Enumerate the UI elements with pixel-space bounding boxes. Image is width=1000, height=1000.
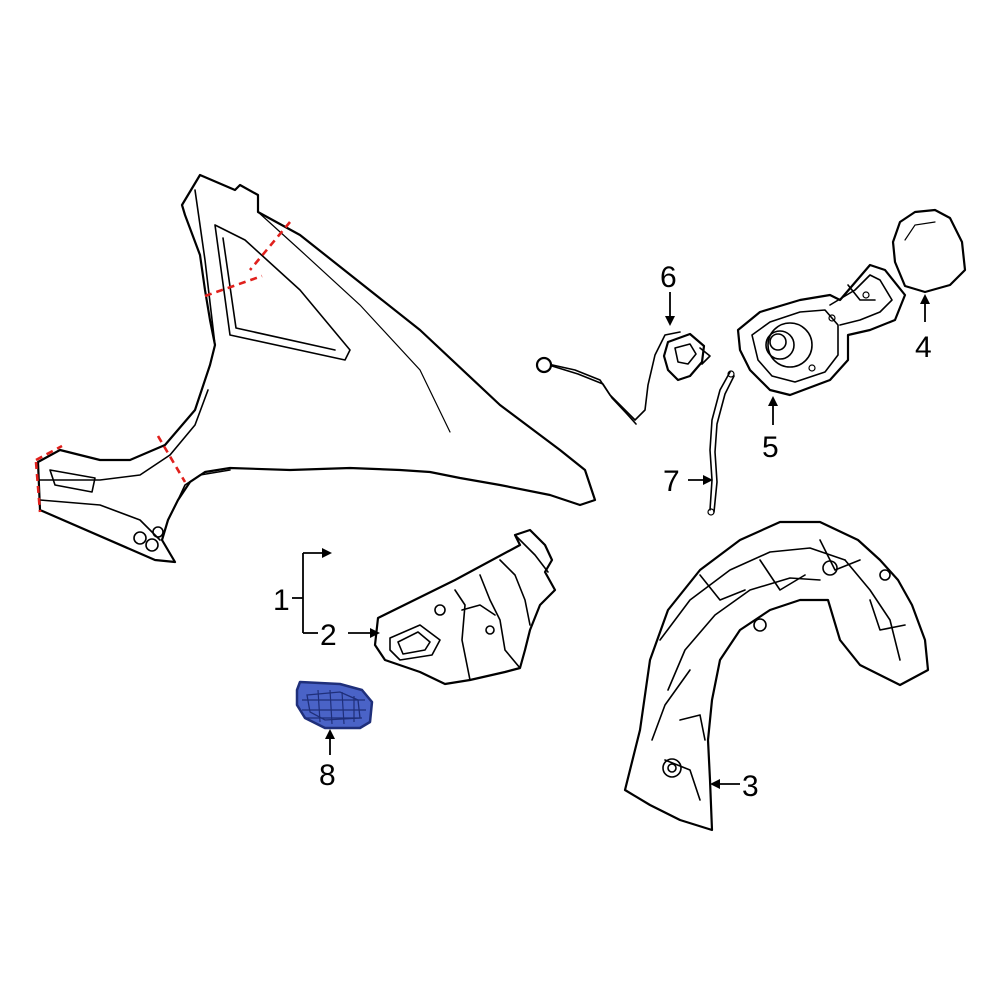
fuel-door-actuator[interactable] [535,331,711,425]
cut-line-pillar [249,221,291,271]
callout-7: 7 [663,465,680,498]
fuel-door[interactable] [891,208,967,294]
callout-3: 3 [742,770,759,803]
callout-labels: 1 2 3 4 5 6 7 8 [273,261,932,803]
fuel-filler-housing[interactable] [736,263,907,397]
callout-8: 8 [319,759,336,792]
cut-line-arch [156,435,187,483]
cut-line-window [204,274,263,298]
cut-line-rocker-top [35,444,63,462]
quarter-panel[interactable] [36,173,597,564]
callout-2: 2 [320,619,337,652]
callout-4: 4 [915,331,932,364]
cut-line-rocker-side [34,461,42,513]
callout-5: 5 [762,431,779,464]
drain-hose[interactable] [707,370,735,516]
fender-liner[interactable] [623,520,930,832]
callout-6: 6 [660,261,677,294]
cut-lines [34,221,291,513]
leader-lines [292,292,930,789]
inner-panel-extension[interactable] [373,528,557,686]
vent-grille-highlighted[interactable] [295,680,374,730]
callout-1: 1 [273,584,290,617]
